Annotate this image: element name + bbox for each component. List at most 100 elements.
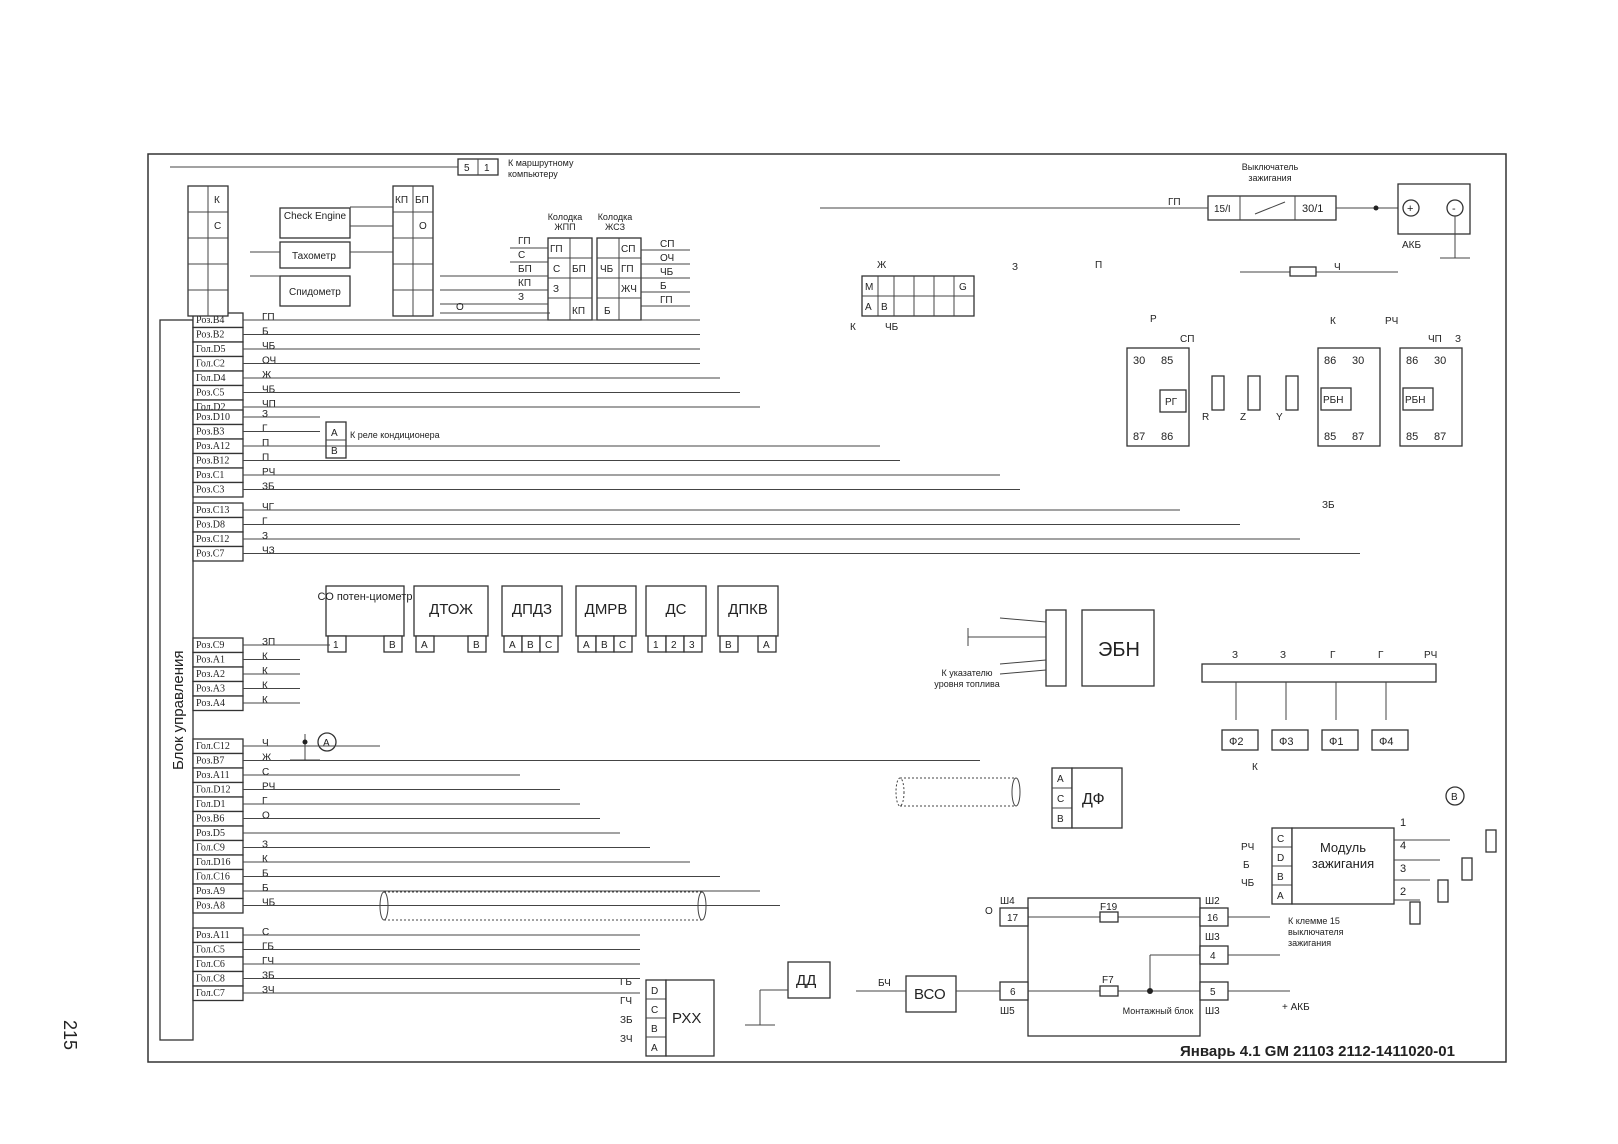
ecu-pin-label: Роз.A4 — [196, 698, 225, 709]
ac-relay-connector: AB К реле кондиционера — [325, 421, 440, 459]
zhpp-pin-bp: БП — [572, 264, 586, 275]
svg-text:4: 4 — [1400, 840, 1406, 852]
ecu-pin-label: Роз.C7 — [196, 549, 224, 560]
ecu-wire-color: Г — [262, 796, 268, 807]
ecu-pin-label: Гол.D5 — [196, 344, 225, 355]
rxx-label: РХХ — [672, 1010, 701, 1027]
injector-label: Ф1 — [1329, 736, 1343, 748]
svg-text:F7: F7 — [1102, 975, 1114, 986]
svg-text:З: З — [518, 292, 524, 303]
svg-text:Ш3: Ш3 — [1205, 932, 1220, 943]
ecu-wire-color: Г — [262, 424, 268, 435]
ecu-pin-label: Гол.C6 — [196, 959, 225, 970]
injector-Ф3: Ф3 — [1271, 682, 1309, 751]
svg-text:30/1: 30/1 — [1302, 203, 1323, 215]
ecu-wire-color: ЗБ — [262, 971, 275, 982]
kolodka-zhpp-label: Колодка ЖПП — [547, 212, 583, 232]
ecu-pin-label: Роз.C1 — [196, 470, 224, 481]
injector-wire-color: Г — [1378, 650, 1384, 661]
ecu-wire-color: С — [262, 767, 269, 778]
svg-text:РГ: РГ — [1165, 397, 1178, 408]
ecu-pin-label: Роз.B12 — [196, 456, 229, 467]
ecu-pin-label: Роз.C3 — [196, 485, 224, 496]
ecu-pin-label: Гол.C2 — [196, 359, 225, 370]
ignition-switch-label: Выключатель зажигания — [1241, 162, 1299, 183]
ecu-pin-label: Роз.C9 — [196, 640, 224, 651]
ecu-wire-color: Ж — [262, 753, 272, 764]
svg-text:30: 30 — [1133, 355, 1145, 367]
svg-text:ОЧ: ОЧ — [660, 253, 674, 264]
sensor-name: СО потен-циометр — [318, 591, 413, 603]
ecu-wire-color: Б — [262, 869, 269, 880]
sensor-pin: 1 — [333, 640, 339, 651]
ecu-pin-label: Роз.B3 — [196, 427, 224, 438]
instr-right-pin-o: О — [419, 221, 427, 232]
svg-text:A: A — [331, 428, 338, 439]
route-computer-connector: 5 1 К маршрутному компьютеру — [457, 158, 573, 179]
svg-text:З: З — [1455, 334, 1461, 345]
svg-text:85: 85 — [1324, 431, 1336, 443]
ecu-pin-label: Роз.D10 — [196, 412, 230, 423]
injector-Ф2: Ф2 — [1221, 682, 1259, 751]
ignition-switch: Выключатель зажигания 15/I 30/1 — [1207, 162, 1337, 221]
kolodka-zhsz-label: Колодка ЖСЗ — [597, 212, 633, 232]
idle-air-controller: D C B A РХХ ГБ ГЧ ЗБ ЗЧ — [620, 977, 715, 1057]
svg-text:Z: Z — [1240, 412, 1246, 423]
sensor-pin: В — [473, 640, 480, 651]
svg-text:РЧ: РЧ — [1385, 316, 1398, 327]
svg-text:87: 87 — [1352, 431, 1364, 443]
ecu-pin-label: Гол.C5 — [196, 945, 225, 956]
akb-label: АКБ — [1402, 240, 1421, 251]
ecu-wire-color: Ж — [262, 370, 272, 381]
ecu-pin-label: Роз.B6 — [196, 814, 224, 825]
svg-text:С: С — [518, 250, 525, 261]
sensor-name: ДМРВ — [585, 601, 628, 618]
ecu-wire-color: ЧБ — [262, 898, 276, 909]
mount-block: 17 16 4 6 5 Ш4 Ш2 Ш3 Ш5 Ш3 F19 F7 Монтаж… — [999, 896, 1229, 1037]
ecu-wire-color: К — [262, 854, 268, 865]
svg-text:К: К — [850, 322, 856, 333]
svg-text:ЧБ: ЧБ — [885, 322, 899, 333]
ecu-pin-label: Роз.C13 — [196, 505, 229, 516]
pressure-sensor: ДД — [745, 961, 831, 1026]
ecu-wire-color: ЧБ — [262, 385, 276, 396]
diagram-title: Январь 4.1 GM 21103 2112-1411020-01 — [1180, 1043, 1455, 1060]
svg-text:ЗБ: ЗБ — [620, 1015, 633, 1026]
instrument-connector-right: КП БП О — [392, 185, 434, 317]
ecu-wire-color: З — [262, 409, 268, 420]
sensor-pin: А — [421, 640, 428, 651]
instr-right-pin-bp: БП — [415, 195, 429, 206]
ecu-wire-color: К — [262, 652, 268, 663]
svg-text:B: B — [651, 1024, 658, 1035]
svg-text:17: 17 — [1007, 913, 1019, 924]
svg-text:ГП: ГП — [660, 295, 673, 306]
ecu-wire-color: ГЧ — [262, 956, 274, 967]
svg-text:Ш5: Ш5 — [1000, 1006, 1015, 1017]
zhpp-pin-gp: ГП — [550, 244, 563, 255]
svg-text:М: М — [865, 282, 873, 293]
injector-wire-color: Г — [1330, 650, 1336, 661]
svg-text:85: 85 — [1161, 355, 1173, 367]
ecu-pin-label: Гол.C7 — [196, 988, 225, 999]
svg-text:87: 87 — [1133, 431, 1145, 443]
zhpp-pin-z: З — [553, 284, 559, 295]
plus-akb-label: + АКБ — [1282, 1002, 1310, 1013]
ecu-block — [159, 319, 194, 1041]
svg-text:C: C — [651, 1005, 658, 1016]
svg-text:П: П — [1095, 260, 1102, 271]
zhpp-wires: ГП С БП КП З О — [440, 236, 550, 314]
ac-relay-label: К реле кондиционера — [350, 430, 440, 440]
ecu-pin-label: Роз.A11 — [196, 770, 230, 781]
ecu-wire-color: ЗБ — [262, 482, 275, 493]
route-pin-1: 1 — [484, 163, 490, 174]
svg-text:6: 6 — [1010, 987, 1016, 998]
zhpp-pin-s: С — [553, 264, 560, 275]
svg-text:30: 30 — [1352, 355, 1364, 367]
svg-text:R: R — [1202, 412, 1209, 423]
svg-text:Ч: Ч — [1334, 262, 1341, 273]
svg-text:В: В — [1057, 814, 1064, 825]
